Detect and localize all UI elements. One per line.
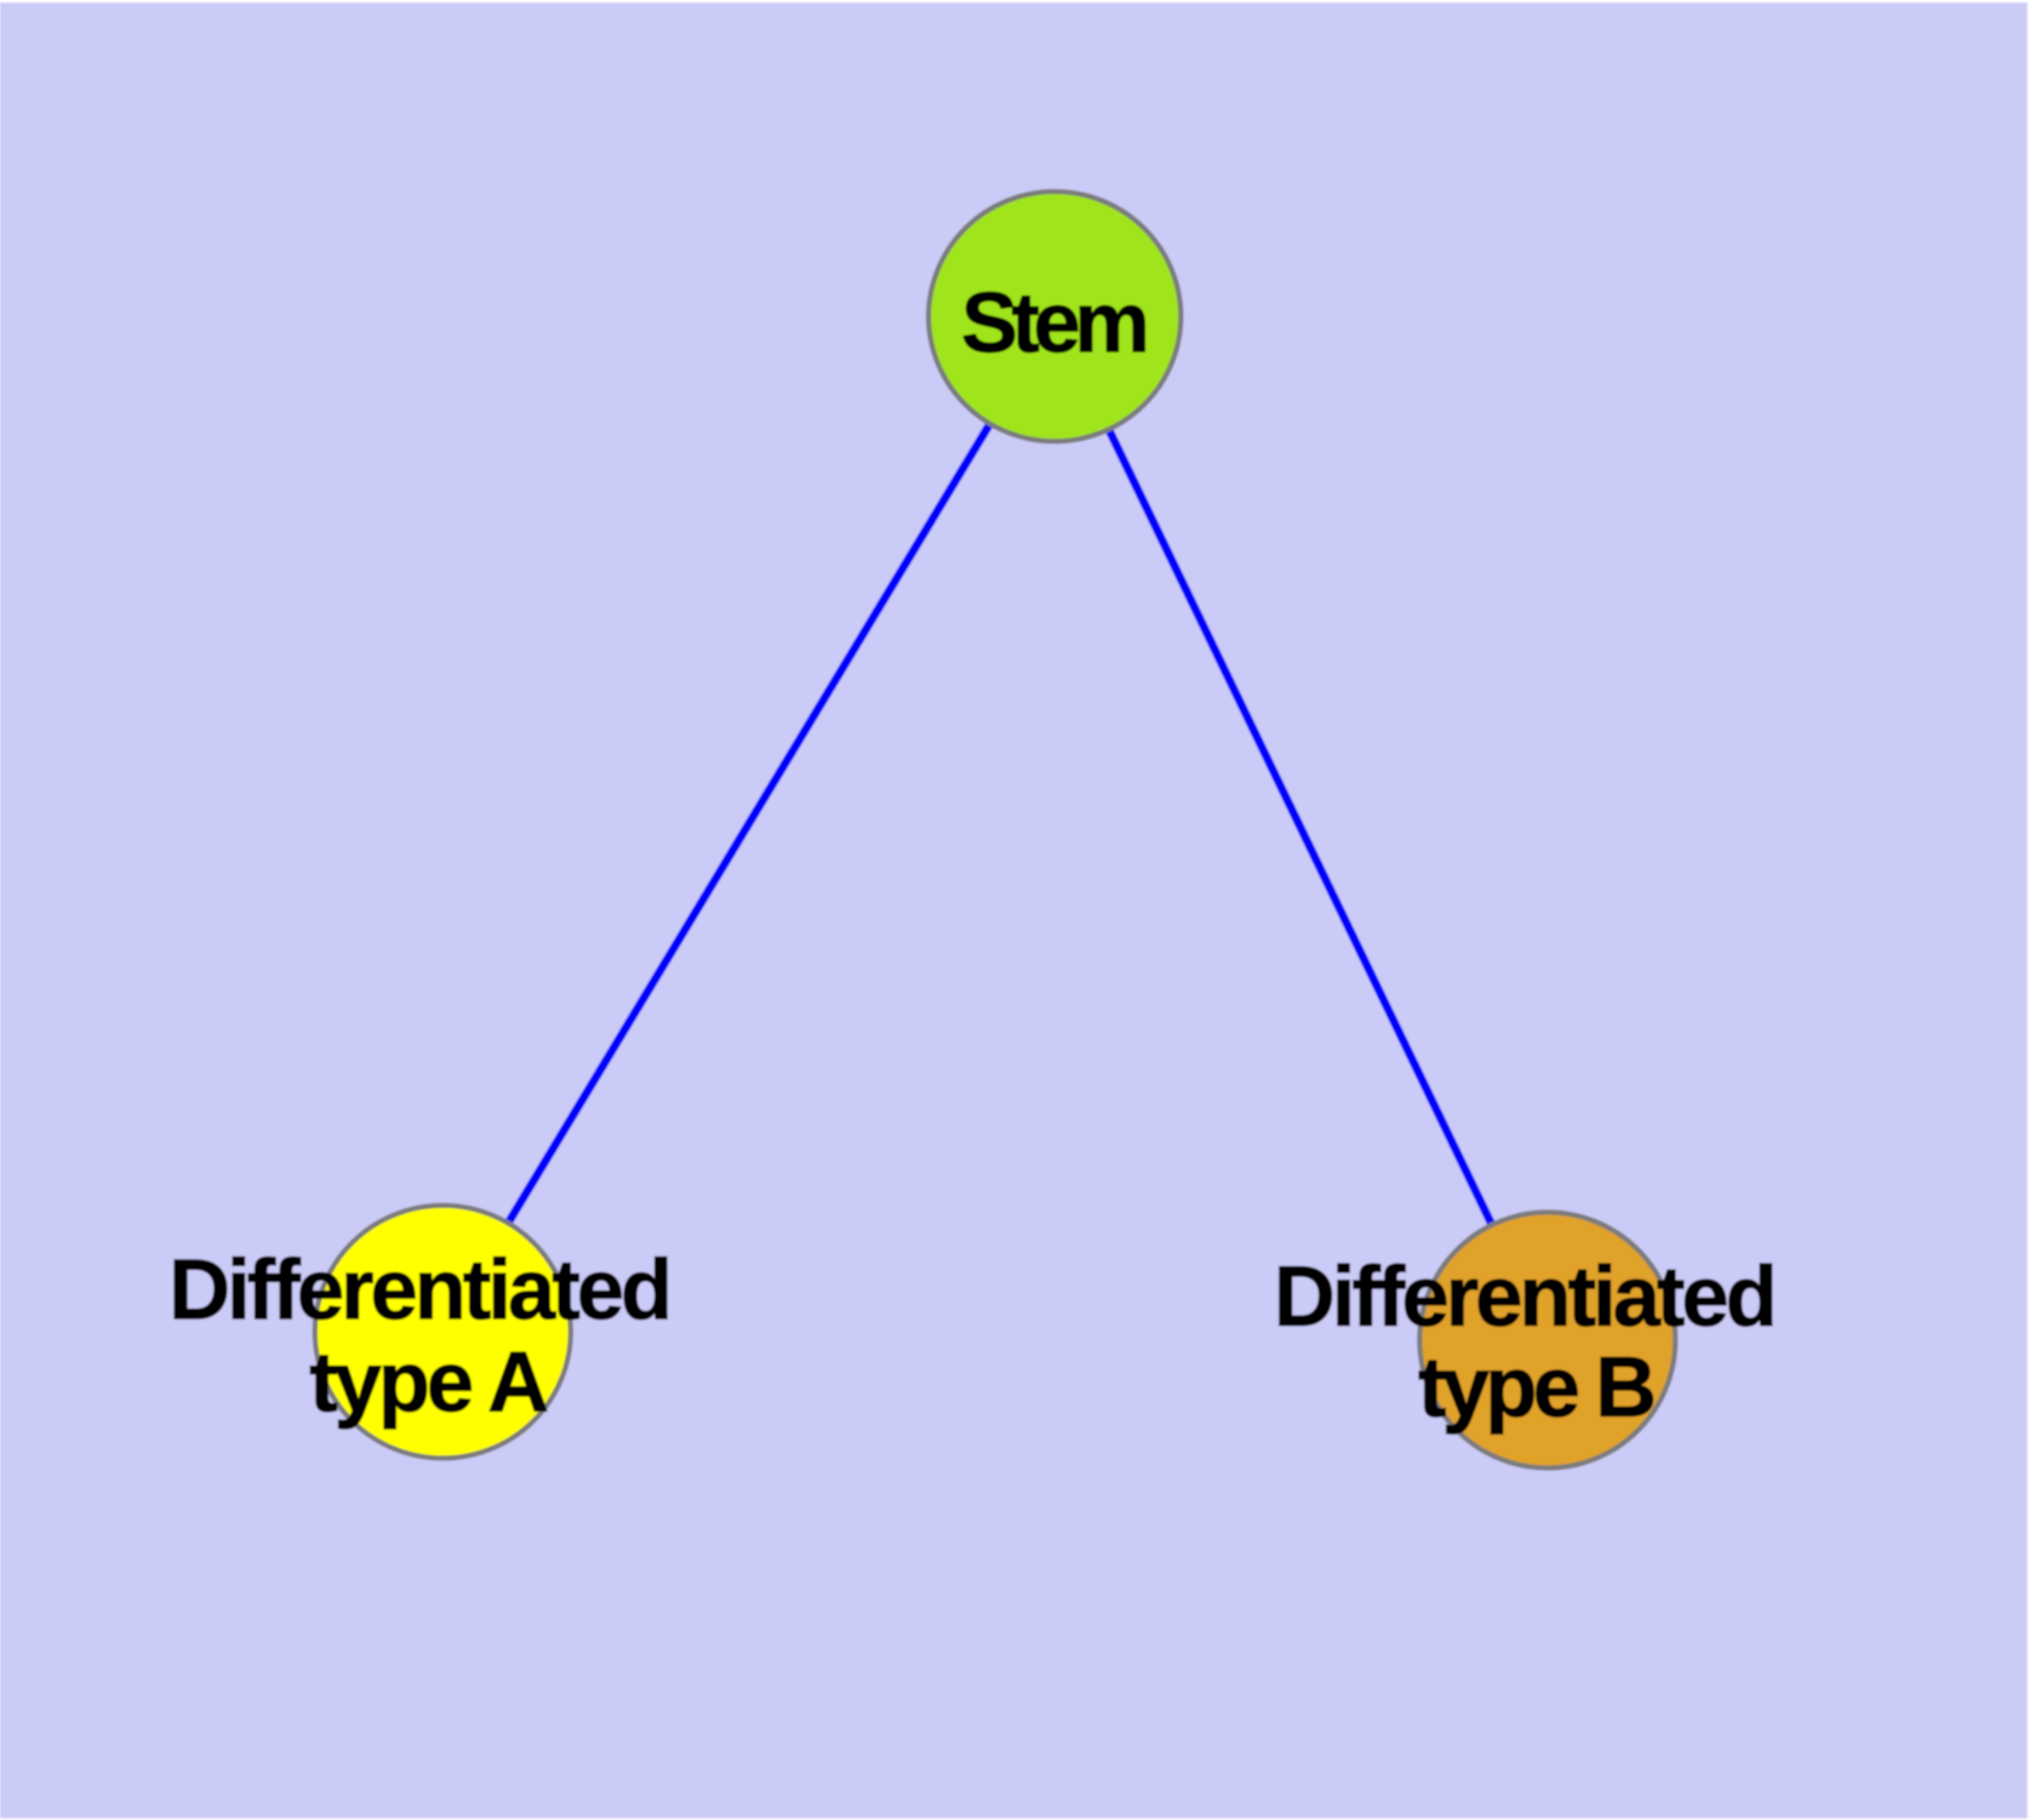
svg-text:Stem: Stem bbox=[961, 275, 1150, 370]
svg-text:type B: type B bbox=[1418, 1340, 1657, 1435]
svg-text:Differentiated: Differentiated bbox=[169, 1242, 672, 1337]
svg-text:type A: type A bbox=[310, 1335, 550, 1430]
svg-text:Differentiated: Differentiated bbox=[1274, 1249, 1778, 1344]
